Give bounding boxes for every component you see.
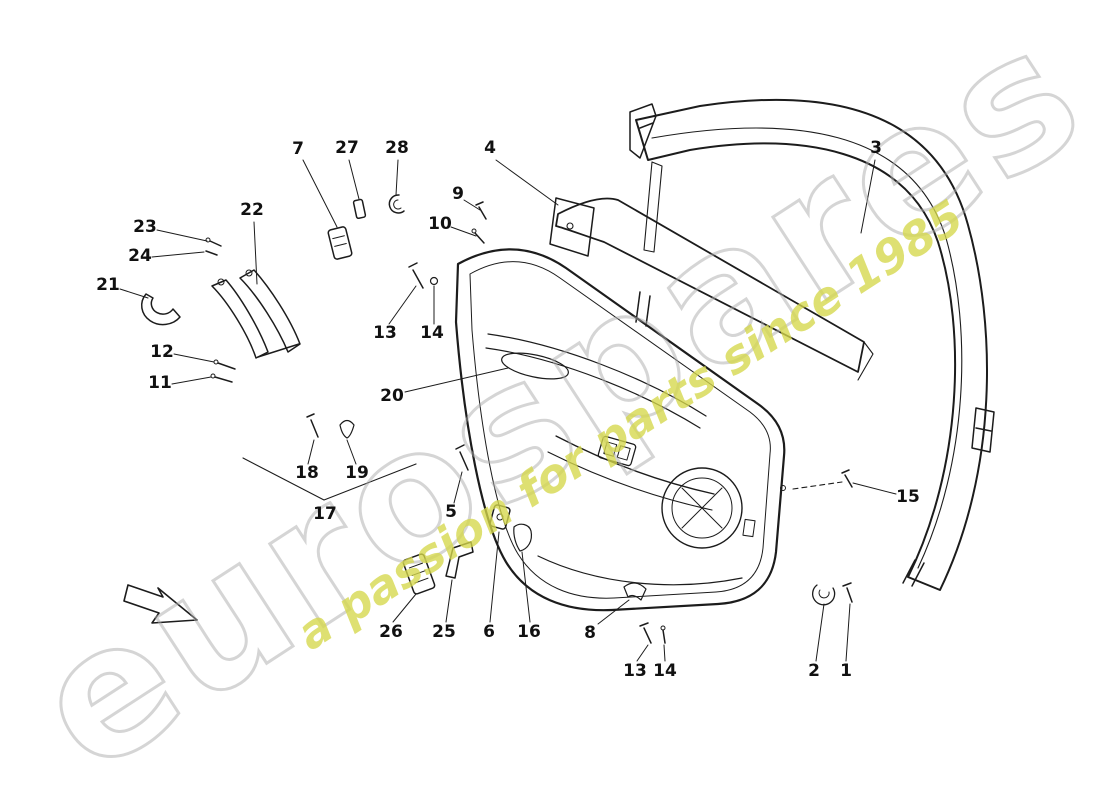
door-trim-panel [454, 248, 786, 612]
bracket-part-21 [140, 293, 181, 326]
pull-handle-bracket-part-22 [211, 269, 301, 359]
part-label-24[interactable]: 24 [128, 246, 152, 266]
part-label-22[interactable]: 22 [240, 200, 264, 220]
part-label-14a[interactable]: 14 [420, 323, 444, 343]
part-label-15[interactable]: 15 [896, 487, 920, 507]
switch-part-6 [489, 504, 511, 530]
screw-part-13a [408, 262, 424, 289]
part-label-6[interactable]: 6 [483, 622, 495, 642]
part-label-16[interactable]: 16 [517, 622, 541, 642]
pin-part-14b [660, 625, 666, 644]
clip-part-19 [339, 419, 355, 439]
door-frame-outline [629, 98, 995, 591]
part-label-17[interactable]: 17 [313, 504, 337, 524]
part-label-7[interactable]: 7 [292, 139, 304, 159]
part-label-19[interactable]: 19 [345, 463, 369, 483]
pin-part-18 [306, 413, 319, 438]
part-label-2[interactable]: 2 [808, 661, 820, 681]
part-label-12[interactable]: 12 [150, 342, 174, 362]
part-label-14b[interactable]: 14 [653, 661, 677, 681]
part-label-13a[interactable]: 13 [373, 323, 397, 343]
part-label-28[interactable]: 28 [385, 138, 409, 158]
leader-lines [119, 159, 897, 662]
part-label-25[interactable]: 25 [432, 622, 456, 642]
screw-part-13b [639, 622, 652, 644]
part-label-26[interactable]: 26 [379, 622, 403, 642]
direction-arrow [123, 584, 198, 624]
part-label-1[interactable]: 1 [840, 661, 852, 681]
screw-part-9 [475, 201, 487, 220]
screw-part-5 [455, 444, 469, 471]
hook-part-2 [812, 584, 836, 606]
part-label-27[interactable]: 27 [335, 138, 359, 158]
part-label-13b[interactable]: 13 [623, 661, 647, 681]
clip-part-8 [623, 582, 647, 601]
part-label-3[interactable]: 3 [870, 138, 882, 158]
sill-trim-strip [549, 197, 874, 381]
screw-part-11 [210, 373, 233, 383]
part-label-5[interactable]: 5 [445, 502, 457, 522]
clip-part-28 [388, 194, 405, 214]
part-label-4[interactable]: 4 [484, 138, 496, 158]
part-label-10[interactable]: 10 [428, 214, 452, 234]
screw-part-15 [792, 469, 853, 490]
screws-part-23-24 [205, 237, 222, 256]
part-label-18[interactable]: 18 [295, 463, 319, 483]
bracket-lines-part-17 [242, 457, 417, 501]
part-label-8[interactable]: 8 [584, 623, 596, 643]
part-label-23[interactable]: 23 [133, 217, 157, 237]
part-label-21[interactable]: 21 [96, 275, 120, 295]
part-label-9[interactable]: 9 [452, 184, 464, 204]
screw-part-10 [471, 228, 485, 244]
clip-part-27 [352, 198, 367, 220]
connector-part-7 [327, 226, 353, 260]
screw-part-1 [842, 582, 853, 603]
module-part-26 [402, 553, 436, 595]
bracket-part-25 [445, 541, 474, 579]
part-label-11[interactable]: 11 [148, 373, 172, 393]
part-label-20[interactable]: 20 [380, 386, 404, 406]
clip-part-16 [513, 523, 533, 552]
